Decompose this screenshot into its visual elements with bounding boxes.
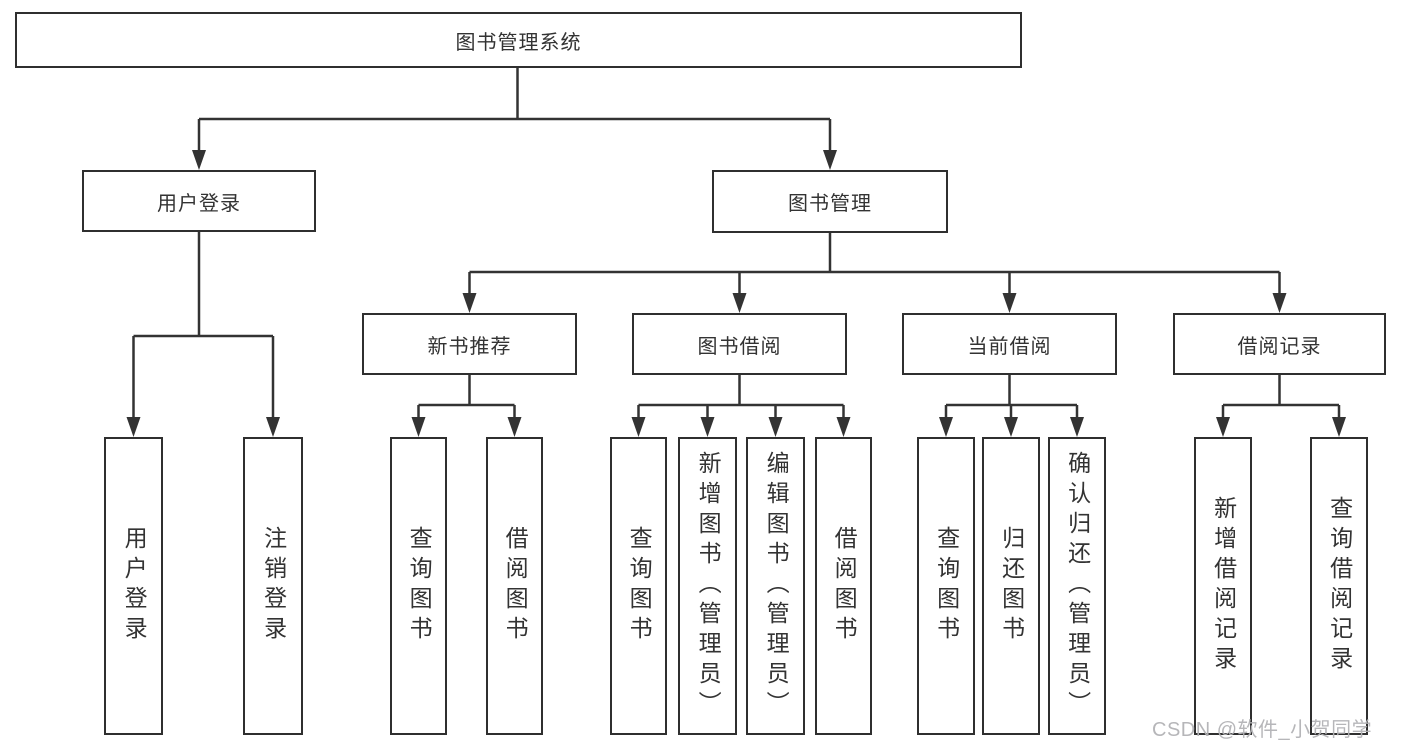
- connector-userlogin-to-leaves: [126, 232, 280, 437]
- connector-root-to-level2: [192, 68, 837, 170]
- leaf-edit-books-admin: 编辑图书（管理员）: [746, 437, 805, 735]
- arrowhead: [1272, 293, 1287, 313]
- arrowhead: [1004, 417, 1018, 437]
- leaf-label: 查询图书: [406, 526, 433, 646]
- leaf-label: 查询图书: [626, 526, 653, 646]
- arrowhead: [1070, 417, 1084, 437]
- arrowhead: [1216, 417, 1230, 437]
- node-new-book-recommendation: 新书推荐: [362, 313, 577, 375]
- leaf-label: 编辑图书（管理员）: [763, 451, 790, 721]
- leaf-label: 查询借阅记录: [1326, 496, 1353, 676]
- leaf-query-books-1: 查询图书: [390, 437, 447, 735]
- leaf-add-borrow-record: 新增借阅记录: [1194, 437, 1252, 735]
- arrowhead: [192, 150, 206, 170]
- arrowhead: [1332, 417, 1346, 437]
- node-borrowing-records: 借阅记录: [1173, 313, 1386, 375]
- connector-borrowrecords-to-leaves: [1216, 375, 1346, 437]
- leaf-label: 借阅图书: [831, 526, 858, 646]
- connector-newbookrec-to-leaves: [411, 375, 522, 437]
- leaf-borrow-books-1: 借阅图书: [486, 437, 543, 735]
- arrowhead: [768, 417, 783, 437]
- leaf-label: 借阅图书: [502, 526, 529, 646]
- leaf-label: 查询图书: [933, 526, 960, 646]
- arrowhead: [836, 417, 851, 437]
- node-root: 图书管理系统: [15, 12, 1022, 68]
- arrowhead: [411, 417, 426, 437]
- arrowhead: [1002, 293, 1017, 313]
- leaf-label: 新增图书（管理员）: [695, 451, 722, 721]
- leaf-query-borrow-record: 查询借阅记录: [1310, 437, 1368, 735]
- leaf-query-books-3: 查询图书: [917, 437, 975, 735]
- connector-bookmgmt-to-level3: [462, 233, 1287, 313]
- arrowhead: [700, 417, 715, 437]
- leaf-logout: 注销登录: [243, 437, 303, 735]
- leaf-label: 确认归还（管理员）: [1064, 451, 1091, 721]
- node-user-login: 用户登录: [82, 170, 316, 232]
- arrowhead: [823, 150, 837, 170]
- connector-currentborrow-to-leaves: [939, 375, 1084, 437]
- arrowhead: [462, 293, 477, 313]
- leaf-label: 新增借阅记录: [1210, 496, 1237, 676]
- connector-bookborrow-to-leaves: [631, 375, 851, 437]
- leaf-return-books: 归还图书: [982, 437, 1040, 735]
- leaf-label: 用户登录: [121, 526, 148, 646]
- leaf-borrow-books-2: 借阅图书: [815, 437, 872, 735]
- leaf-label: 归还图书: [998, 526, 1025, 646]
- leaf-label: 注销登录: [260, 526, 287, 646]
- leaf-user-login: 用户登录: [104, 437, 163, 735]
- arrowhead: [732, 293, 747, 313]
- leaf-confirm-return-admin: 确认归还（管理员）: [1048, 437, 1106, 735]
- node-book-borrowing: 图书借阅: [632, 313, 847, 375]
- watermark: CSDN @软件_小贺同学: [1152, 719, 1373, 741]
- arrowhead: [266, 417, 280, 437]
- leaf-add-books-admin: 新增图书（管理员）: [678, 437, 737, 735]
- node-current-borrowing: 当前借阅: [902, 313, 1117, 375]
- arrowhead: [939, 417, 953, 437]
- node-book-management: 图书管理: [712, 170, 948, 233]
- leaf-query-books-2: 查询图书: [610, 437, 667, 735]
- arrowhead: [126, 417, 141, 437]
- arrowhead: [631, 417, 646, 437]
- arrowhead: [507, 417, 522, 437]
